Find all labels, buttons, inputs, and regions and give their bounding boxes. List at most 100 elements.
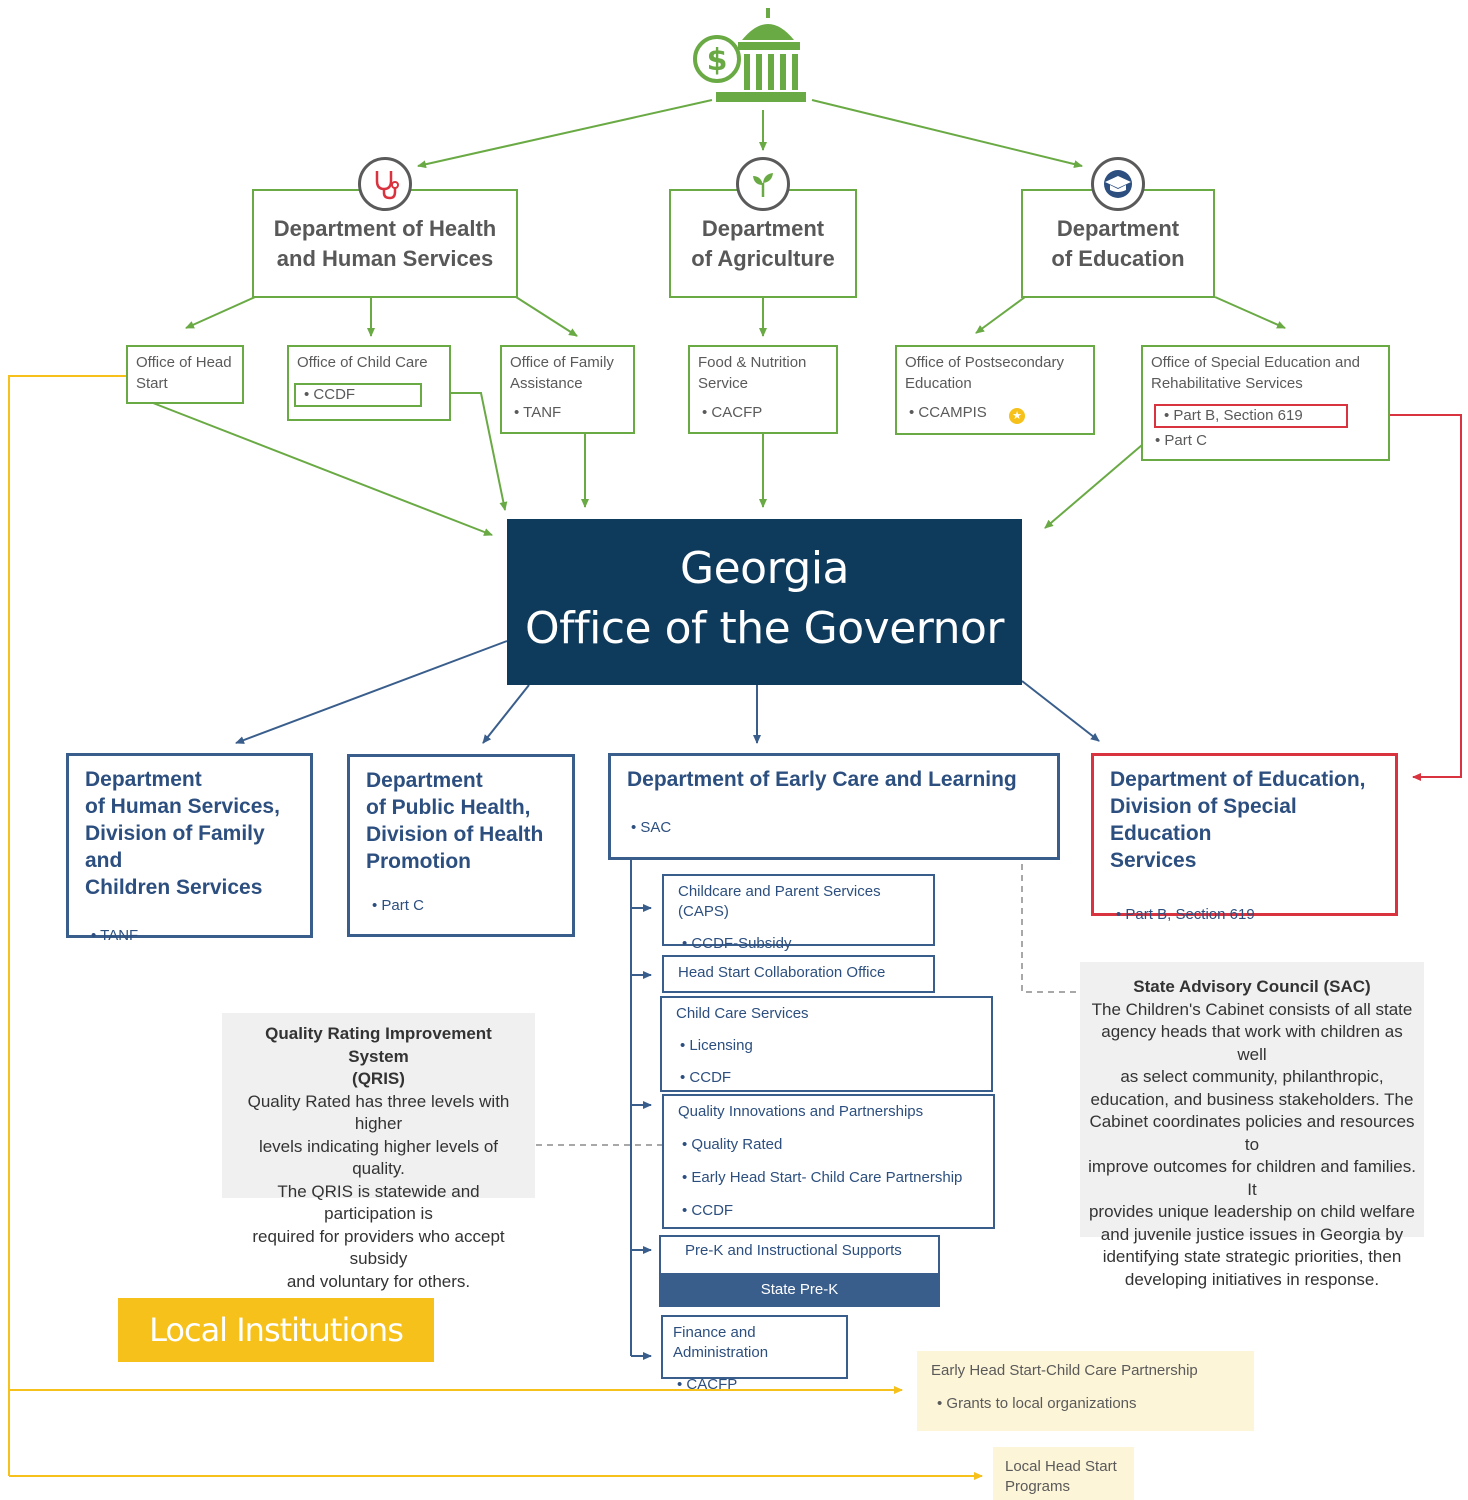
local-ehs-ccp-item: Grants to local organizations <box>931 1394 1240 1414</box>
office-postsecondary: Office of Postsecondary Education CCAMPI… <box>895 345 1095 435</box>
agency-early-care-learning: Department of Early Care and Learning SA… <box>608 753 1060 860</box>
qris-title-line1: Quality Rating Improvement System <box>265 1024 492 1066</box>
qris-body-line2: levels indicating higher levels of quali… <box>258 1136 499 1179</box>
agency-human-services: Department of Human Services, Division o… <box>66 753 313 944</box>
office-child-care-title: Office of Child Care <box>297 354 428 371</box>
svg-text:$: $ <box>707 43 728 78</box>
fns-line2: Service <box>698 375 749 392</box>
dph-line4: Promotion <box>366 850 471 873</box>
ed-title-line1: Department <box>1056 215 1180 241</box>
ccdf-highlight: CCDF <box>294 383 422 407</box>
ccs-title: Child Care Services <box>676 1005 809 1022</box>
qris-body-line1: Quality Rated has three levels with high… <box>247 1091 510 1134</box>
sac-body-line4: education, and business stakeholders. Th… <box>1090 1089 1414 1109</box>
fa-title: Finance and Administration <box>673 1324 769 1361</box>
unit-caps: Childcare and Parent Services (CAPS) CCD… <box>662 874 935 952</box>
ope-line2: Education <box>905 375 972 392</box>
ope-item: CCAMPIS <box>905 402 1085 423</box>
capitol-dollar-icon: $ <box>693 8 806 102</box>
ofa-item: TANF <box>510 402 625 423</box>
sac-body-line9: identifying state strategic priorities, … <box>1102 1247 1402 1266</box>
doe-line3: Services <box>1110 849 1197 872</box>
qip-title: Quality Innovations and Partnerships <box>678 1103 924 1120</box>
sac-body-line7: provides unique leadership on child welf… <box>1088 1202 1416 1221</box>
caps-item: CCDF-Subsidy <box>678 934 919 954</box>
local-ehs-ccp-title: Early Head Start-Child Care Partnership <box>931 1362 1198 1379</box>
osers-line2: Rehabilitative Services <box>1151 375 1303 392</box>
sac-note: State Advisory Council (SAC) The Childre… <box>1080 962 1424 1289</box>
ag-title-line1: Department <box>701 215 825 241</box>
state-prek-band: State Pre-K <box>661 1273 938 1307</box>
dph-line2: of Public Health, <box>366 796 531 819</box>
dhs-item: TANF <box>85 927 294 944</box>
georgia-governor-office: Georgia Office of the Governor <box>507 519 1022 685</box>
ofa-line2: Assistance <box>510 375 583 392</box>
qris-note: Quality Rating Improvement System (QRIS)… <box>222 1013 535 1291</box>
qris-body-line4: required for providers who accept subsid… <box>252 1226 505 1269</box>
dph-item: Part C <box>366 897 556 914</box>
qris-body-line5: and voluntary for others. <box>286 1271 471 1291</box>
agency-doe-special-education: Department of Education, Division of Spe… <box>1091 753 1398 923</box>
fns-item: CACFP <box>698 402 828 423</box>
local-head-start-box: Local Head Start Programs <box>993 1447 1134 1500</box>
osers-item-part-c: Part C <box>1151 430 1380 451</box>
local-ehs-ccp-box: Early Head Start-Child Care Partnership … <box>917 1351 1254 1431</box>
sac-body-line3: as select community, philanthropic, <box>1120 1067 1384 1086</box>
graduation-cap-icon <box>1091 157 1145 211</box>
ed-title-line2: of Education <box>1051 245 1185 271</box>
fns-line1: Food & Nutrition <box>698 354 807 371</box>
local-head-start-line2: Programs <box>1005 1478 1071 1495</box>
governor-line2: Office of the Governor <box>524 603 1005 654</box>
dhs-line3: Division of Family and <box>85 822 265 872</box>
hsco-title: Head Start Collaboration Office <box>678 964 886 981</box>
stethoscope-icon <box>358 157 412 211</box>
local-institutions-label: Local Institutions <box>118 1298 434 1362</box>
unit-quality-innovations: Quality Innovations and Partnerships Qua… <box>662 1094 995 1229</box>
unit-finance-administration: Finance and Administration CACFP <box>661 1315 848 1393</box>
ofa-line1: Office of Family <box>510 354 614 371</box>
governor-line1: Georgia <box>679 543 850 594</box>
sac-body-line6: improve outcomes for children and famili… <box>1088 1157 1416 1199</box>
sprout-icon <box>736 157 790 211</box>
dept-agriculture: Department of Agriculture <box>669 189 857 298</box>
local-head-start-line1: Local Head Start <box>1005 1458 1117 1475</box>
part-b-highlight: Part B, Section 619 <box>1154 404 1348 428</box>
caps-title: Childcare and Parent Services (CAPS) <box>678 883 881 920</box>
qip-item-ccdf: CCDF <box>678 1201 979 1221</box>
sac-body-line8: and juvenile justice issues in Georgia b… <box>1100 1224 1404 1244</box>
sac-body-line5: Cabinet coordinates policies and resourc… <box>1089 1112 1415 1154</box>
sac-body-line10: developing initiatives in response. <box>1124 1269 1380 1289</box>
office-food-nutrition: Food & Nutrition Service CACFP <box>688 345 838 434</box>
unit-child-care-services: Child Care Services Licensing CCDF <box>660 996 993 1092</box>
doe-item: Part B, Section 619 <box>1110 906 1379 923</box>
dhs-line1: Department <box>85 768 202 791</box>
prek-title: Pre-K and Instructional Supports <box>685 1242 902 1259</box>
decal-title: Department of Early Care and Learning <box>627 768 1017 791</box>
ccs-item-ccdf: CCDF <box>676 1068 977 1088</box>
dhs-line4: Children Services <box>85 876 263 899</box>
office-special-ed: Office of Special Education and Rehabili… <box>1141 345 1390 461</box>
osers-item-part-b: Part B, Section 619 <box>1164 407 1303 424</box>
ope-line1: Office of Postsecondary <box>905 354 1064 371</box>
qip-item-quality-rated: Quality Rated <box>678 1135 979 1155</box>
unit-head-start-collaboration: Head Start Collaboration Office <box>662 955 935 993</box>
qris-body-line3: The QRIS is statewide and participation … <box>277 1181 480 1224</box>
agency-public-health: Department of Public Health, Division of… <box>347 754 575 937</box>
office-family-assistance: Office of Family Assistance TANF <box>500 345 635 434</box>
doe-line2: Division of Special Education <box>1110 795 1297 845</box>
sac-body-line1: The Children's Cabinet consists of all s… <box>1091 999 1413 1019</box>
ag-title-line2: of Agriculture <box>691 245 835 271</box>
office-head-start: Office of Head Start <box>126 345 244 404</box>
sac-body-line2: agency heads that work with children as … <box>1101 1022 1403 1064</box>
qip-item-ehs-ccp: Early Head Start- Child Care Partnership <box>678 1168 979 1188</box>
dept-health-human-services: Department of Health and Human Services <box>252 189 518 298</box>
dph-line3: Division of Health <box>366 823 544 846</box>
office-head-start-line2: Start <box>136 375 168 392</box>
star-icon: ★ <box>1009 408 1025 424</box>
office-child-care-item: CCDF <box>304 386 355 403</box>
ccs-item-licensing: Licensing <box>676 1036 977 1056</box>
sac-title: State Advisory Council (SAC) <box>1133 977 1371 996</box>
osers-line1: Office of Special Education and <box>1151 354 1361 371</box>
qris-title-line2: (QRIS) <box>352 1069 405 1088</box>
